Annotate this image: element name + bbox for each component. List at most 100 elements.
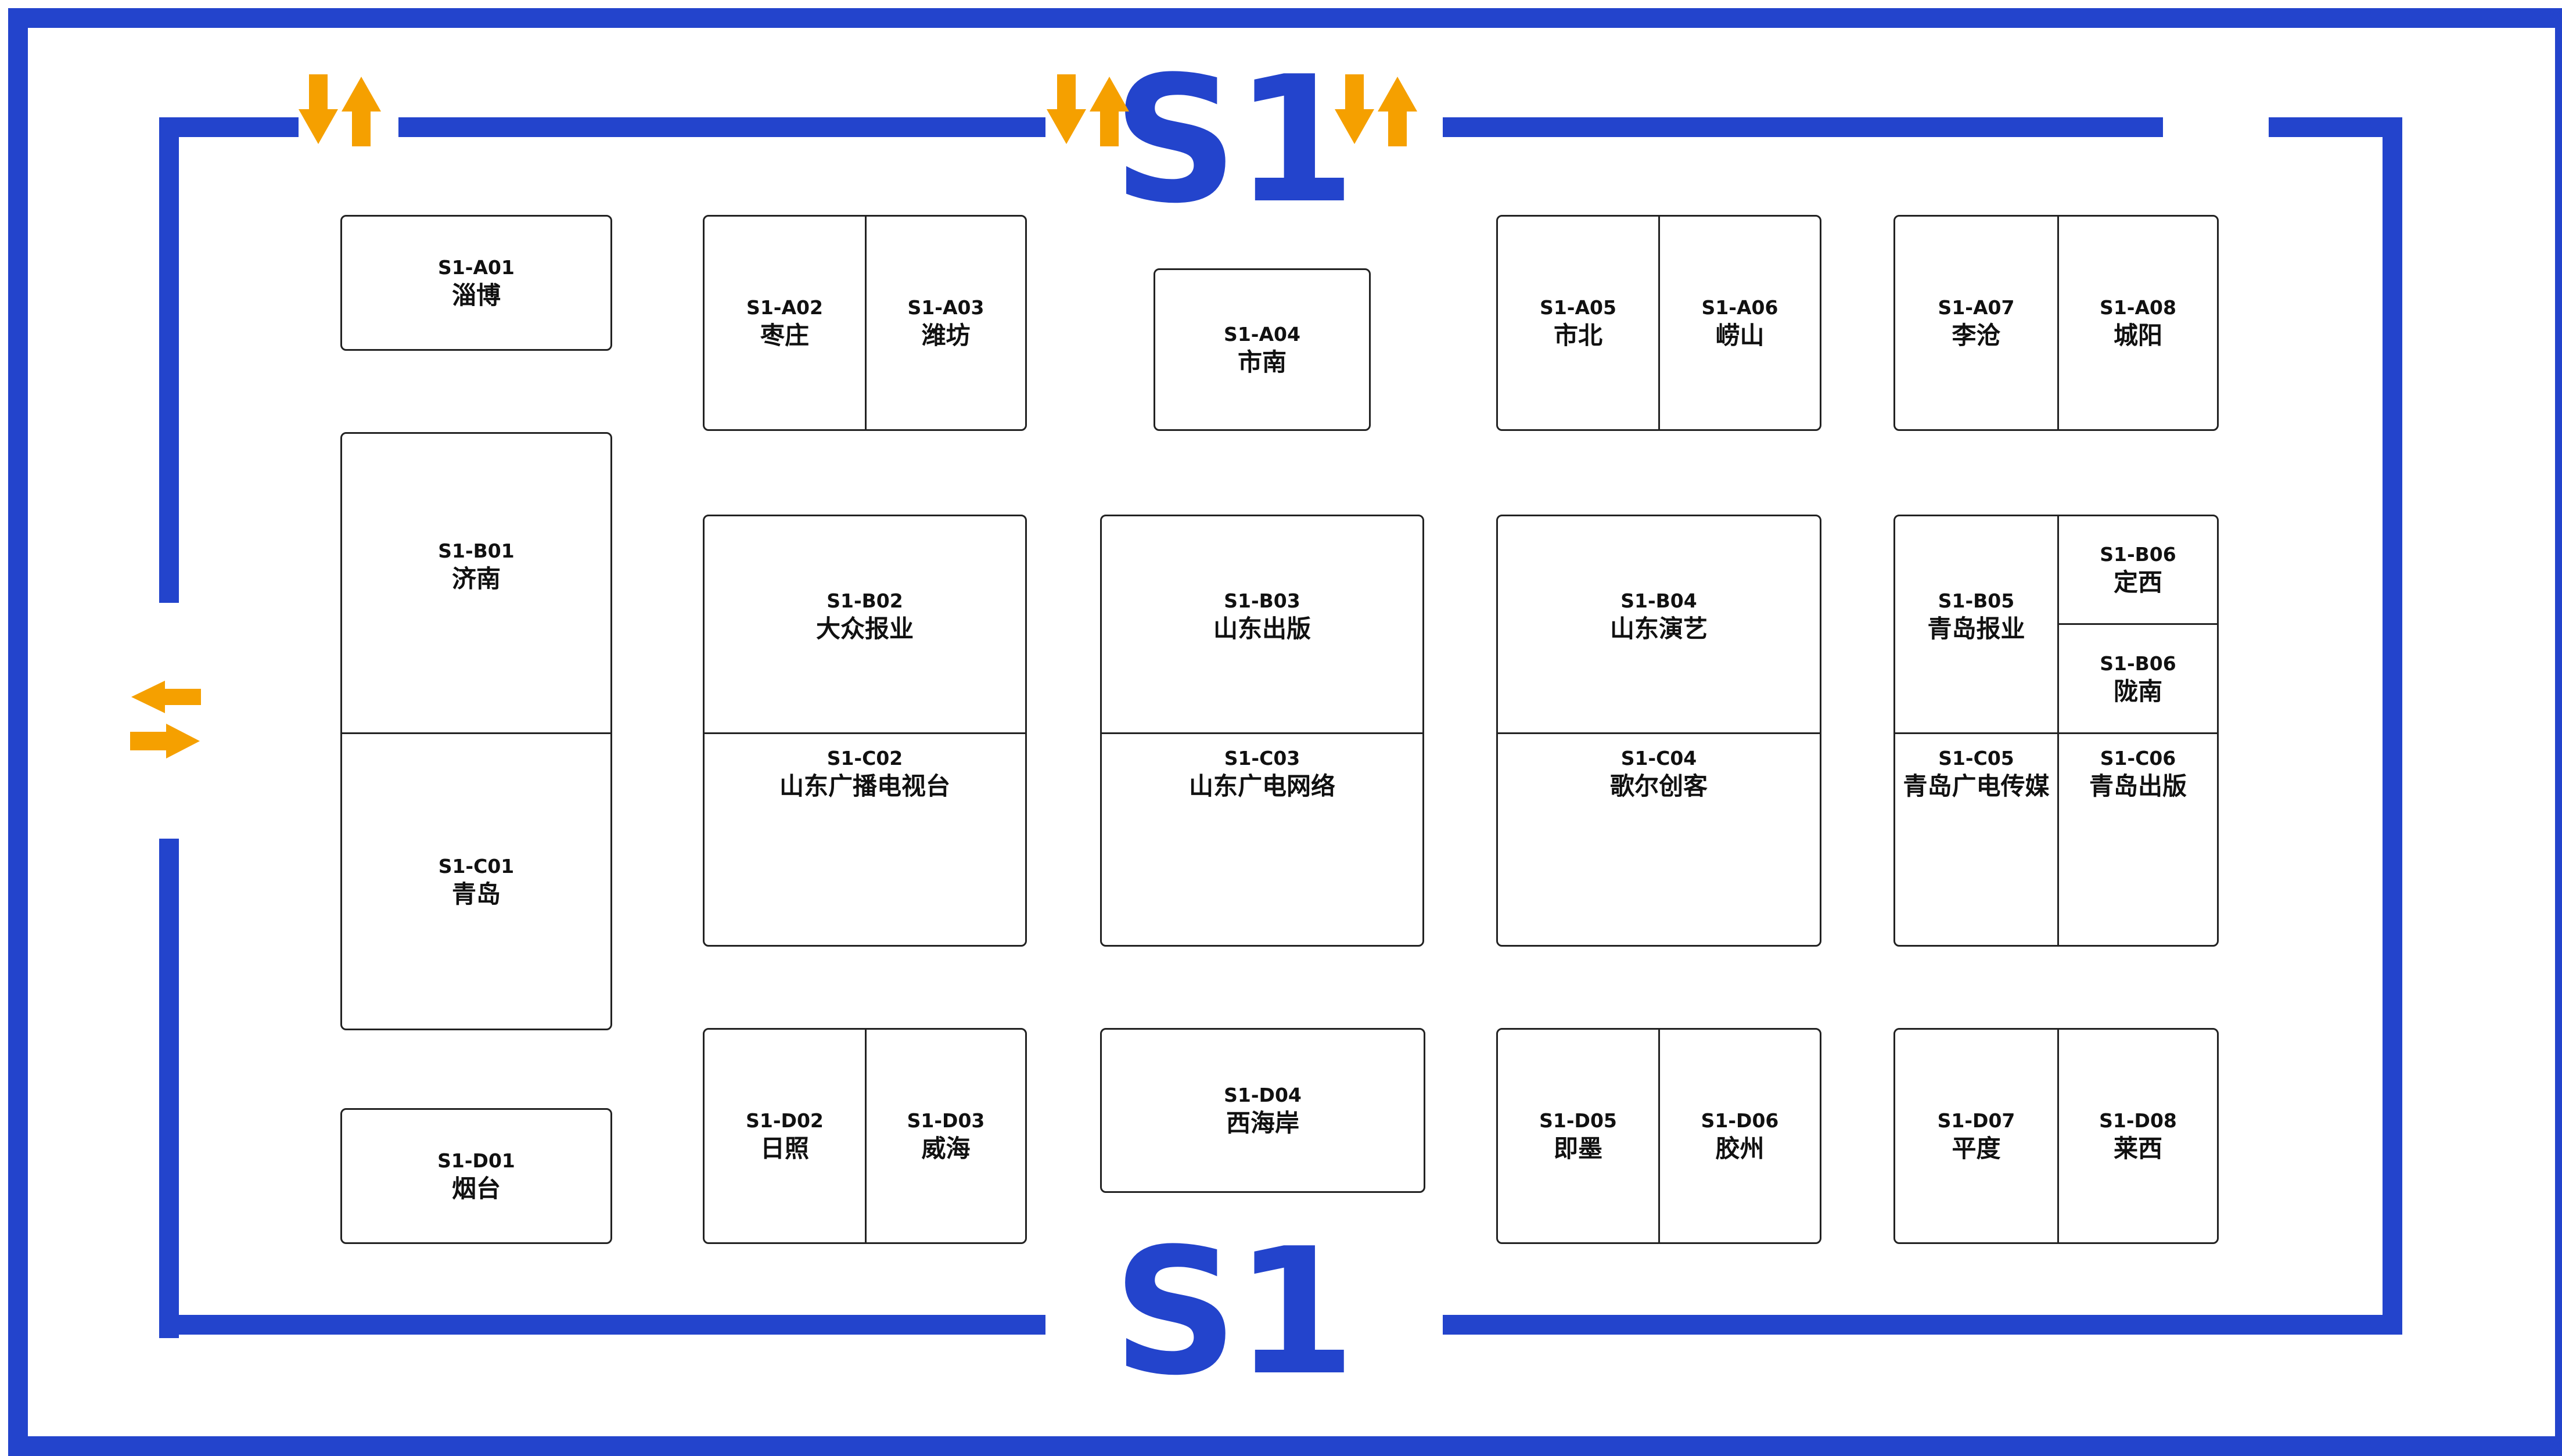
booth-group-b03-c03: S1-B03 山东出版 S1-C03 山东广电网络	[1100, 515, 1424, 947]
booth-group-d02-d03: S1-D02 日照 S1-D03 威海	[703, 1028, 1027, 1244]
booth-cell: S1-D04 西海岸	[1102, 1030, 1424, 1191]
booth-s1-c05[interactable]: S1-C05 青岛广电传媒	[1895, 734, 2057, 945]
booth-divider	[2057, 516, 2059, 945]
booth-s1-c03[interactable]: S1-C03 山东广电网络	[1102, 734, 1422, 945]
booth-name: 李沧	[1952, 321, 2001, 350]
wall-right	[2383, 117, 2402, 1335]
booth-s1-a01[interactable]: S1-A01 淄博	[340, 215, 612, 351]
wall-left-upper	[159, 117, 179, 603]
booth-code: S1-D08	[2099, 1109, 2177, 1132]
booth-code: S1-B01	[438, 540, 515, 562]
booth-group-d07-d08: S1-D07 平度 S1-D08 莱西	[1893, 1028, 2219, 1244]
booth-name: 潍坊	[921, 321, 971, 350]
booth-name: 陇南	[2113, 677, 2162, 706]
booth-code: S1-C03	[1224, 747, 1300, 770]
booth-name: 山东广电网络	[1188, 772, 1335, 800]
booth-code: S1-C06	[2100, 747, 2176, 770]
booth-s1-a06[interactable]: S1-A06 崂山	[1660, 217, 1820, 429]
booth-s1-c01[interactable]: S1-C01 青岛	[342, 734, 610, 1029]
wall-left-lower	[159, 839, 179, 1338]
booth-s1-a04[interactable]: S1-A04 市南	[1154, 268, 1371, 431]
booth-s1-c02[interactable]: S1-C02 山东广播电视台	[705, 734, 1025, 945]
booth-s1-b06-longnan[interactable]: S1-B06 陇南	[2059, 625, 2217, 732]
booth-s1-c04[interactable]: S1-C04 歌尔创客	[1498, 734, 1820, 945]
booth-name: 市南	[1237, 348, 1287, 376]
booth-code: S1-C04	[1620, 747, 1697, 770]
booth-group-a05-a06: S1-A05 市北 S1-A06 崂山	[1496, 215, 1821, 431]
booth-s1-a02[interactable]: S1-A02 枣庄	[705, 217, 865, 429]
booth-s1-b01[interactable]: S1-B01 济南	[342, 434, 610, 732]
booth-code: S1-A08	[2100, 296, 2176, 319]
booth-code: S1-A02	[746, 296, 823, 319]
booth-name: 即墨	[1553, 1134, 1602, 1163]
wall-bottom-right	[1443, 1315, 2402, 1335]
booth-name: 西海岸	[1226, 1109, 1299, 1137]
booth-group-a07-a08: S1-A07 李沧 S1-A08 城阳	[1893, 215, 2219, 431]
booth-divider	[342, 732, 610, 734]
left-right-arrows-icon	[130, 681, 201, 758]
booth-divider	[2059, 623, 2217, 625]
booth-s1-d07[interactable]: S1-D07 平度	[1895, 1030, 2057, 1242]
booth-code: S1-B06	[2100, 543, 2176, 566]
booth-name: 枣庄	[760, 321, 809, 350]
booth-code: S1-B05	[1938, 589, 2015, 612]
booth-group-d05-d06: S1-D05 即墨 S1-D06 胶州	[1496, 1028, 1821, 1244]
booth-divider	[1102, 732, 1422, 734]
booth-name: 济南	[451, 565, 501, 593]
booth-name: 平度	[1952, 1134, 2001, 1163]
booth-s1-d06[interactable]: S1-D06 胶州	[1660, 1030, 1820, 1242]
booth-s1-d08[interactable]: S1-D08 莱西	[2059, 1030, 2217, 1242]
booth-code: S1-B02	[827, 589, 903, 612]
booth-s1-b03[interactable]: S1-B03 山东出版	[1102, 516, 1422, 732]
booth-s1-a07[interactable]: S1-A07 李沧	[1895, 217, 2057, 429]
booth-name: 青岛报业	[1927, 614, 2025, 643]
booth-divider	[865, 217, 867, 429]
booth-name: 歌尔创客	[1609, 772, 1708, 800]
up-down-arrows-icon	[1335, 74, 1417, 146]
booth-name: 市北	[1553, 321, 1602, 350]
booth-name: 烟台	[451, 1174, 501, 1203]
booth-s1-d05[interactable]: S1-D05 即墨	[1498, 1030, 1658, 1242]
booth-s1-a05[interactable]: S1-A05 市北	[1498, 217, 1658, 429]
up-down-arrows-icon	[1047, 74, 1129, 146]
booth-divider	[1498, 732, 1820, 734]
booth-s1-d03[interactable]: S1-D03 威海	[867, 1030, 1025, 1242]
hall-label-bottom: S1	[1112, 1211, 1356, 1414]
booth-code: S1-D01	[437, 1149, 515, 1172]
booth-code: S1-C01	[438, 854, 515, 878]
booth-name: 城阳	[2113, 321, 2162, 350]
booth-s1-b04[interactable]: S1-B04 山东演艺	[1498, 516, 1820, 732]
booth-s1-d02[interactable]: S1-D02 日照	[705, 1030, 865, 1242]
booth-name: 莱西	[2113, 1134, 2162, 1163]
booth-code: S1-D03	[907, 1109, 985, 1132]
booth-s1-d04[interactable]: S1-D04 西海岸	[1100, 1028, 1425, 1193]
booth-code: S1-C02	[827, 747, 903, 770]
booth-name: 胶州	[1715, 1134, 1765, 1163]
booth-s1-c06[interactable]: S1-C06 青岛出版	[2059, 734, 2217, 945]
booth-group-b01-c01: S1-B01 济南 S1-C01 青岛	[340, 432, 612, 1030]
booth-s1-b05[interactable]: S1-B05 青岛报业	[1895, 516, 2057, 732]
booth-s1-b02[interactable]: S1-B02 大众报业	[705, 516, 1025, 732]
booth-divider	[2057, 1030, 2059, 1242]
booth-code: S1-D06	[1701, 1109, 1779, 1132]
booth-code: S1-D04	[1224, 1084, 1302, 1106]
hall-label-top: S1	[1112, 39, 1356, 242]
booth-name: 山东广播电视台	[779, 772, 950, 800]
booth-s1-a03[interactable]: S1-A03 潍坊	[867, 217, 1025, 429]
wall-top-right	[1443, 117, 2163, 137]
booth-s1-a08[interactable]: S1-A08 城阳	[2059, 217, 2217, 429]
booth-cell: S1-A01 淄博	[342, 217, 610, 349]
booth-group-b04-c04: S1-B04 山东演艺 S1-C04 歌尔创客	[1496, 515, 1821, 947]
booth-name: 崂山	[1715, 321, 1765, 350]
booth-s1-b06-dingxi[interactable]: S1-B06 定西	[2059, 516, 2217, 623]
wall-top-far-right	[2269, 117, 2402, 137]
booth-divider	[2057, 217, 2059, 429]
wall-top-mid	[398, 117, 1045, 137]
booth-group-b05-c06: S1-B05 青岛报业 S1-B06 定西 S1-B06 陇南 S1-C05 青…	[1893, 515, 2219, 947]
booth-name: 青岛广电传媒	[1903, 772, 2050, 800]
booth-name: 日照	[760, 1134, 809, 1163]
booth-code: S1-A04	[1224, 323, 1300, 346]
booth-cell: S1-A04 市南	[1155, 270, 1369, 429]
booth-s1-d01[interactable]: S1-D01 烟台	[340, 1108, 612, 1244]
booth-code: S1-A01	[438, 256, 515, 279]
